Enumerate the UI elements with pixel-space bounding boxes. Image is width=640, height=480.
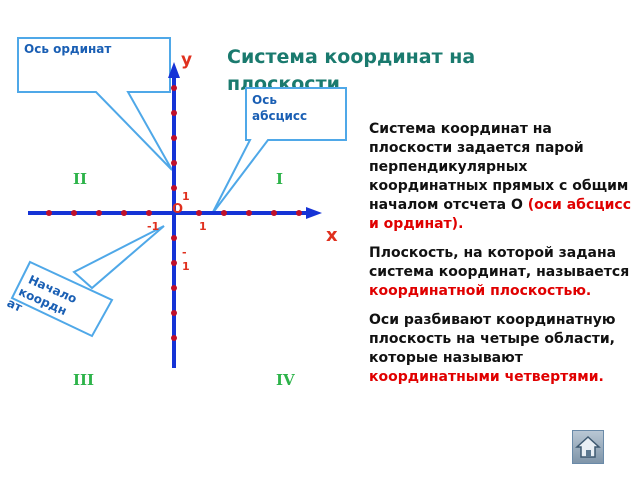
y-tick-dot	[171, 335, 177, 341]
x-tick-dot	[146, 210, 152, 216]
y-tick-dot	[171, 110, 177, 116]
x-tick-dot	[221, 210, 227, 216]
coordinate-plane-highlight: координатной плоскостью.	[369, 283, 592, 299]
x-tick-dot	[271, 210, 277, 216]
tick-label-y-neg1-sign: -	[182, 246, 187, 259]
y-tick-dot	[171, 310, 177, 316]
paragraph-plane: Плоскость, на которой задана система коо…	[369, 245, 630, 299]
callout-origin: Начало коордн ат	[5, 225, 165, 338]
callout-origin-line3: ат	[5, 296, 24, 315]
callout-ordinate-label: Ось ординат	[24, 42, 111, 56]
x-tick-dot	[46, 210, 52, 216]
home-button[interactable]	[572, 430, 604, 464]
quadrants-highlight: координатными четвертями.	[369, 369, 604, 385]
home-icon	[575, 435, 601, 458]
quadrant-4-label: IV	[276, 371, 295, 389]
tick-label-x-neg1: -1	[147, 220, 159, 233]
axis-tick-dots	[46, 85, 302, 341]
y-tick-dot	[171, 260, 177, 266]
y-tick-dot	[171, 135, 177, 141]
tick-label-y-1: 1	[182, 190, 190, 203]
callout-ordinate: Ось ординат	[17, 37, 173, 171]
x-axis-arrow	[306, 207, 322, 219]
paragraph-definition: Система координат на плоскости задается …	[369, 121, 632, 232]
callout-abscissa: Ось абсцисс	[211, 87, 347, 215]
x-tick-dot	[296, 210, 302, 216]
paragraph-quadrants: Оси разбивают координатную плоскость на …	[369, 312, 616, 385]
tick-label-x-1: 1	[199, 220, 207, 233]
x-tick-dot	[246, 210, 252, 216]
x-tick-dot	[96, 210, 102, 216]
y-tick-dot	[171, 235, 177, 241]
y-tick-dot	[171, 185, 177, 191]
explanation-text: Система координат на плоскости задается …	[369, 120, 635, 397]
tick-label-y-neg1-digit: 1	[182, 260, 190, 273]
quadrant-3-label: III	[73, 371, 95, 389]
axes-names-highlight: (оси абсцисс и ординат).	[369, 197, 632, 232]
y-axis-arrow	[168, 62, 180, 78]
callout-abscissa-line2: абсцисс	[252, 109, 307, 123]
origin-label: O	[172, 202, 183, 217]
y-tick-dot	[171, 85, 177, 91]
x-tick-dot	[71, 210, 77, 216]
x-axis-label: x	[326, 225, 338, 246]
callout-abscissa-line1: Ось	[252, 93, 277, 107]
y-tick-dot	[171, 160, 177, 166]
quadrant-2-label: II	[73, 170, 88, 188]
y-tick-dot	[171, 285, 177, 291]
x-tick-dot	[121, 210, 127, 216]
y-axis-label: y	[181, 50, 192, 70]
quadrant-1-label: I	[276, 170, 284, 188]
x-tick-dot	[196, 210, 202, 216]
